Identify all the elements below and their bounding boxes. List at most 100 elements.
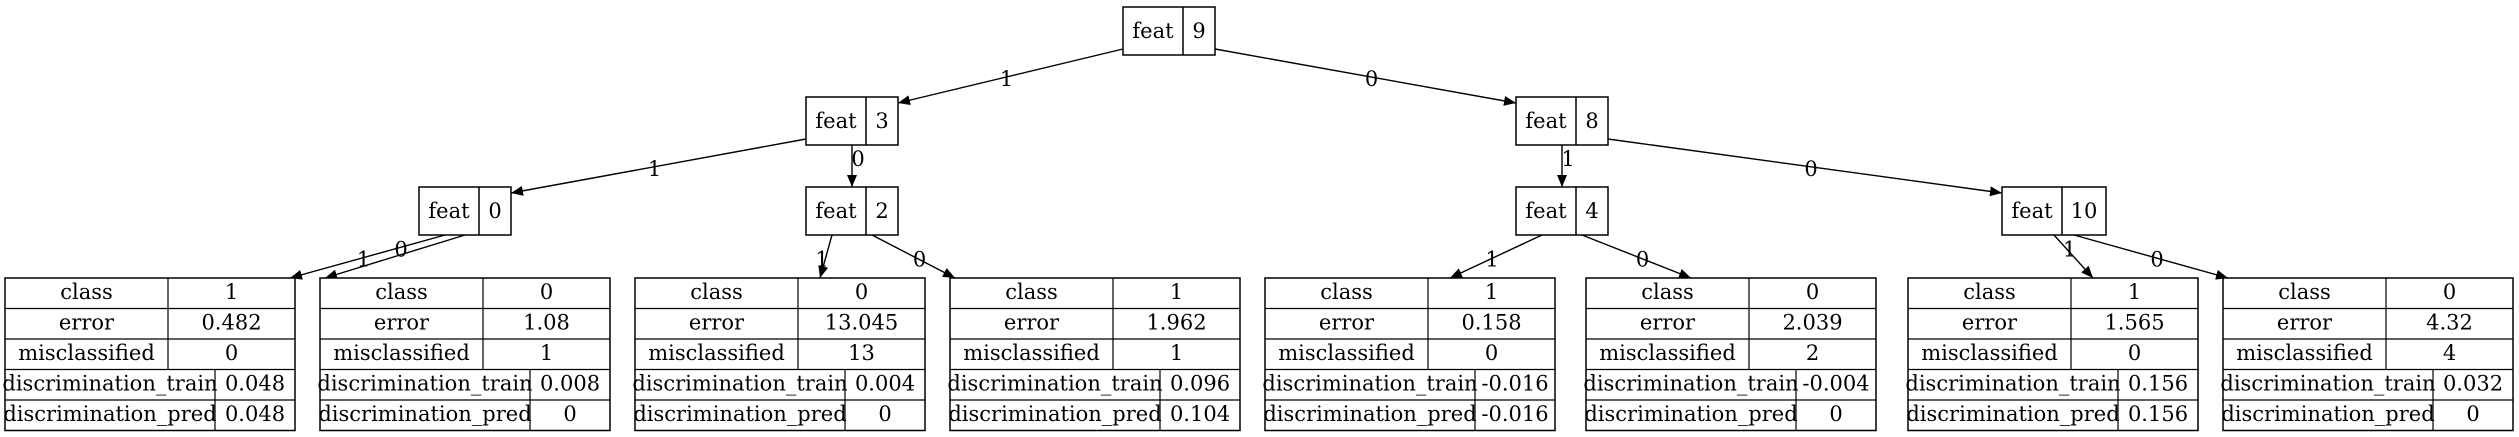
edge-label: 0 (394, 238, 407, 262)
leaf-metric-name: misclassified (1921, 341, 2058, 365)
leaf-metric-name: misclassified (18, 341, 155, 365)
leaf-metric-name: misclassified (333, 341, 470, 365)
edge-label: 0 (1804, 157, 1817, 181)
leaf-metric-value: 0.104 (1170, 402, 1230, 426)
leaf-table-border (1907, 277, 2199, 432)
edge-line (1581, 234, 1692, 279)
leaf-metric-name: error (1640, 311, 1696, 335)
tree-edge: 1 (815, 234, 833, 279)
leaf-metric-value: 2.039 (1782, 311, 1842, 335)
split-feat-label: feat (2011, 199, 2053, 223)
leaf-metric-value: 0.004 (855, 372, 915, 396)
split-feat-value: 8 (1585, 109, 1598, 133)
leaf-metric-name: misclassified (1278, 341, 1415, 365)
leaf-metric-name: error (1962, 311, 2018, 335)
leaf-metric-name: discrimination_pred (633, 402, 846, 426)
leaf-metric-name: class (60, 280, 113, 304)
edge-label: 1 (1000, 67, 1013, 91)
split-node-box (1515, 186, 1609, 236)
edge-line (2073, 234, 2229, 280)
leaf-metric-value: 0 (540, 280, 553, 304)
leaf-table-border (634, 277, 926, 432)
tree-edge: 1 (2053, 234, 2094, 279)
leaf-metric-name: discrimination_train (947, 372, 1162, 396)
leaf-metric-value: 0 (225, 341, 238, 365)
split-feat-label: feat (428, 199, 470, 223)
split-node: feat 3 (805, 96, 899, 146)
leaf-metric-value: 1 (225, 280, 238, 304)
leaf-metric-name: discrimination_pred (1584, 402, 1797, 426)
split-feat-label: feat (815, 109, 857, 133)
leaf-metric-value: 0.158 (1461, 311, 1521, 335)
leaf-metric-name: discrimination_train (2220, 372, 2435, 396)
leaf-table-border (4, 277, 296, 432)
tree-edge: 0 (2073, 234, 2229, 280)
leaf-metric-name: misclassified (2236, 341, 2373, 365)
leaf-metric-value: 0.156 (2128, 372, 2188, 396)
leaf-metric-name: class (375, 280, 428, 304)
split-feat-value: 2 (875, 199, 888, 223)
tree-edge: 1 (510, 138, 807, 196)
edge-label: 0 (1365, 67, 1378, 91)
leaf-metric-name: class (690, 280, 743, 304)
edge-label: 0 (2150, 248, 2163, 272)
leaf-metric-name: discrimination_pred (318, 402, 531, 426)
tree-edge: 0 (847, 145, 865, 187)
split-node: feat 0 (418, 186, 512, 236)
edge-line (818, 234, 833, 279)
split-feat-value: 3 (875, 109, 888, 133)
leaf-metric-value: 0 (855, 280, 868, 304)
split-feat-value: 9 (1192, 19, 1205, 43)
leaf-metric-name: error (689, 311, 745, 335)
leaf-metric-name: discrimination_pred (2221, 402, 2434, 426)
edge-label: 1 (815, 248, 828, 272)
leaf-metric-name: class (1005, 280, 1058, 304)
leaf-metric-value: -0.004 (1802, 372, 1869, 396)
edge-line (2053, 234, 2094, 279)
leaf-metric-value: 0.096 (1170, 372, 1230, 396)
edge-line (324, 234, 466, 280)
edge-line (1214, 48, 1517, 106)
tree-edge: 1 (897, 48, 1124, 106)
leaf-metric-value: 0.048 (225, 372, 285, 396)
leaf-metric-value: 1 (540, 341, 553, 365)
leaf-metric-name: discrimination_pred (3, 402, 216, 426)
leaf-metric-name: discrimination_pred (1906, 402, 2119, 426)
edge-line (510, 138, 807, 196)
leaf-metric-value: 1 (1170, 341, 1183, 365)
edge-line (289, 234, 446, 280)
edge-line (897, 48, 1124, 106)
leaf-metric-value: 4 (2443, 341, 2456, 365)
split-node-box (805, 186, 899, 236)
split-feat-value: 0 (488, 199, 501, 223)
tree-edge: 0 (1607, 138, 2003, 197)
leaf-table-border (949, 277, 1241, 432)
leaf-metric-value: 0 (1829, 402, 1842, 426)
leaf-table-border (1264, 277, 1556, 432)
leaf-table-border (2222, 277, 2514, 432)
edge-label: 1 (2063, 238, 2076, 262)
leaf-metric-value: 0 (2128, 341, 2141, 365)
split-node: feat 10 (2001, 186, 2107, 236)
leaf-metric-value: 0 (878, 402, 891, 426)
leaf-metric-name: error (374, 311, 430, 335)
tree-edge: 0 (1214, 48, 1517, 106)
split-node-box (805, 96, 899, 146)
leaf-metric-name: misclassified (648, 341, 785, 365)
split-feat-value: 10 (2071, 199, 2098, 223)
leaf-metric-value: 0 (1806, 280, 1819, 304)
edge-label: 0 (1636, 248, 1649, 272)
leaf-metric-value: 1 (1170, 280, 1183, 304)
tree-edge: 1 (1557, 145, 1575, 187)
